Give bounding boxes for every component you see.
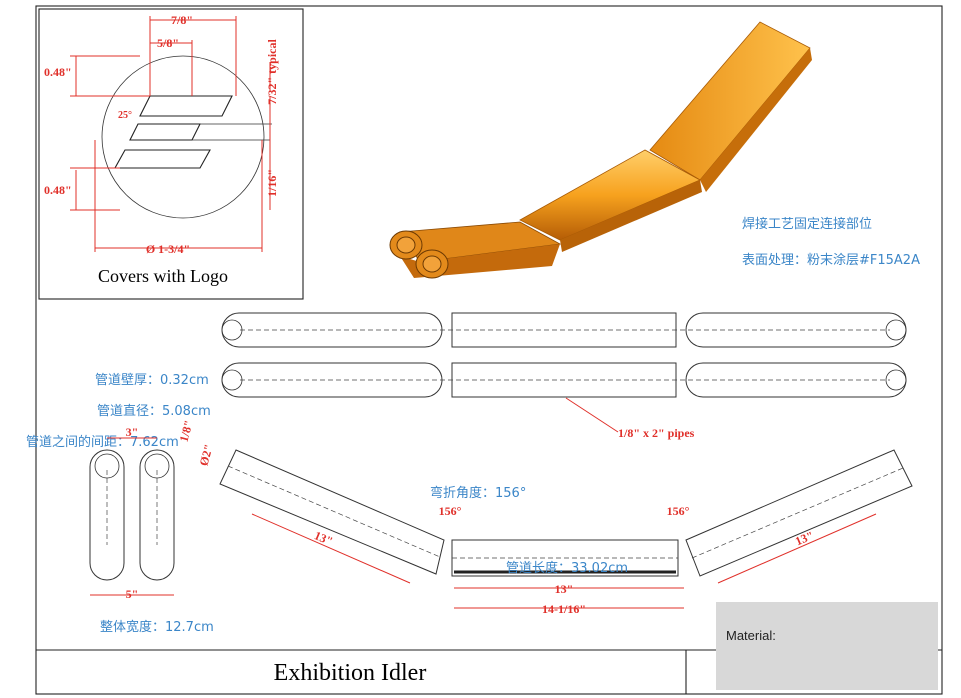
note-wall: 管道壁厚：0.32cm bbox=[95, 373, 209, 388]
dim-left-top: 0.48" bbox=[44, 65, 72, 79]
note-bend: 弯折角度：156° bbox=[430, 485, 526, 501]
inset-detail-logo-cover: 7/8" 5/8" 0.48" 0.48" 25° Ø 1-3/4" 7/32"… bbox=[38, 8, 304, 300]
dim-pipes: 1/8" x 2" pipes bbox=[618, 426, 695, 440]
dim-inner-width: 5/8" bbox=[157, 36, 179, 50]
dim-five: 5" bbox=[126, 587, 139, 601]
dim-sixteenth: 1/16" bbox=[265, 169, 279, 197]
dim-typical: 7/32" typical bbox=[265, 39, 279, 105]
sheet-border bbox=[35, 5, 943, 695]
dim-left-len: 13" bbox=[312, 528, 335, 548]
material-label: Material: bbox=[726, 628, 776, 643]
note-weld: 焊接工艺固定连接部位 bbox=[742, 216, 872, 232]
dim-overall-len: 14-1/16" bbox=[542, 602, 586, 616]
dim-right-len: 13" bbox=[793, 528, 816, 548]
dim-three: 3" bbox=[126, 425, 139, 439]
dim-left-bottom: 0.48" bbox=[44, 183, 72, 197]
note-finish: 表面处理：粉末涂层#F15A2A bbox=[742, 252, 920, 268]
note-length: 管道长度：33.02cm bbox=[506, 560, 628, 576]
note-diameter: 管道直径：5.08cm bbox=[97, 404, 211, 419]
note-width: 整体宽度：12.7cm bbox=[100, 619, 214, 635]
end-view: 3" 5" 1/8" Ø2" bbox=[89, 419, 216, 601]
inset-caption: Covers with Logo bbox=[98, 266, 228, 286]
dim-eighth: 1/8" bbox=[177, 419, 196, 444]
front-view-idler: 13" 14-1/16" 13" 13" 156° 156° bbox=[219, 449, 913, 616]
dim-angle-right: 156° bbox=[667, 504, 690, 518]
dim-angle-left: 156° bbox=[439, 504, 462, 518]
title-block-title: Exhibition Idler bbox=[274, 660, 427, 686]
dim-dia2: Ø2" bbox=[197, 443, 216, 468]
dim-angle-25: 25° bbox=[118, 110, 132, 121]
dim-center-len: 13" bbox=[555, 582, 574, 596]
idler-3d-render bbox=[389, 21, 812, 279]
note-spacing: 管道之间的间距：7.62cm bbox=[26, 434, 179, 450]
dim-diameter: Ø 1-3/4" bbox=[146, 242, 190, 256]
dim-top-width: 7/8" bbox=[171, 13, 193, 27]
top-view-pipes: 1/8" x 2" pipes bbox=[221, 312, 907, 440]
title-block-material-redacted: Material: bbox=[716, 602, 938, 690]
